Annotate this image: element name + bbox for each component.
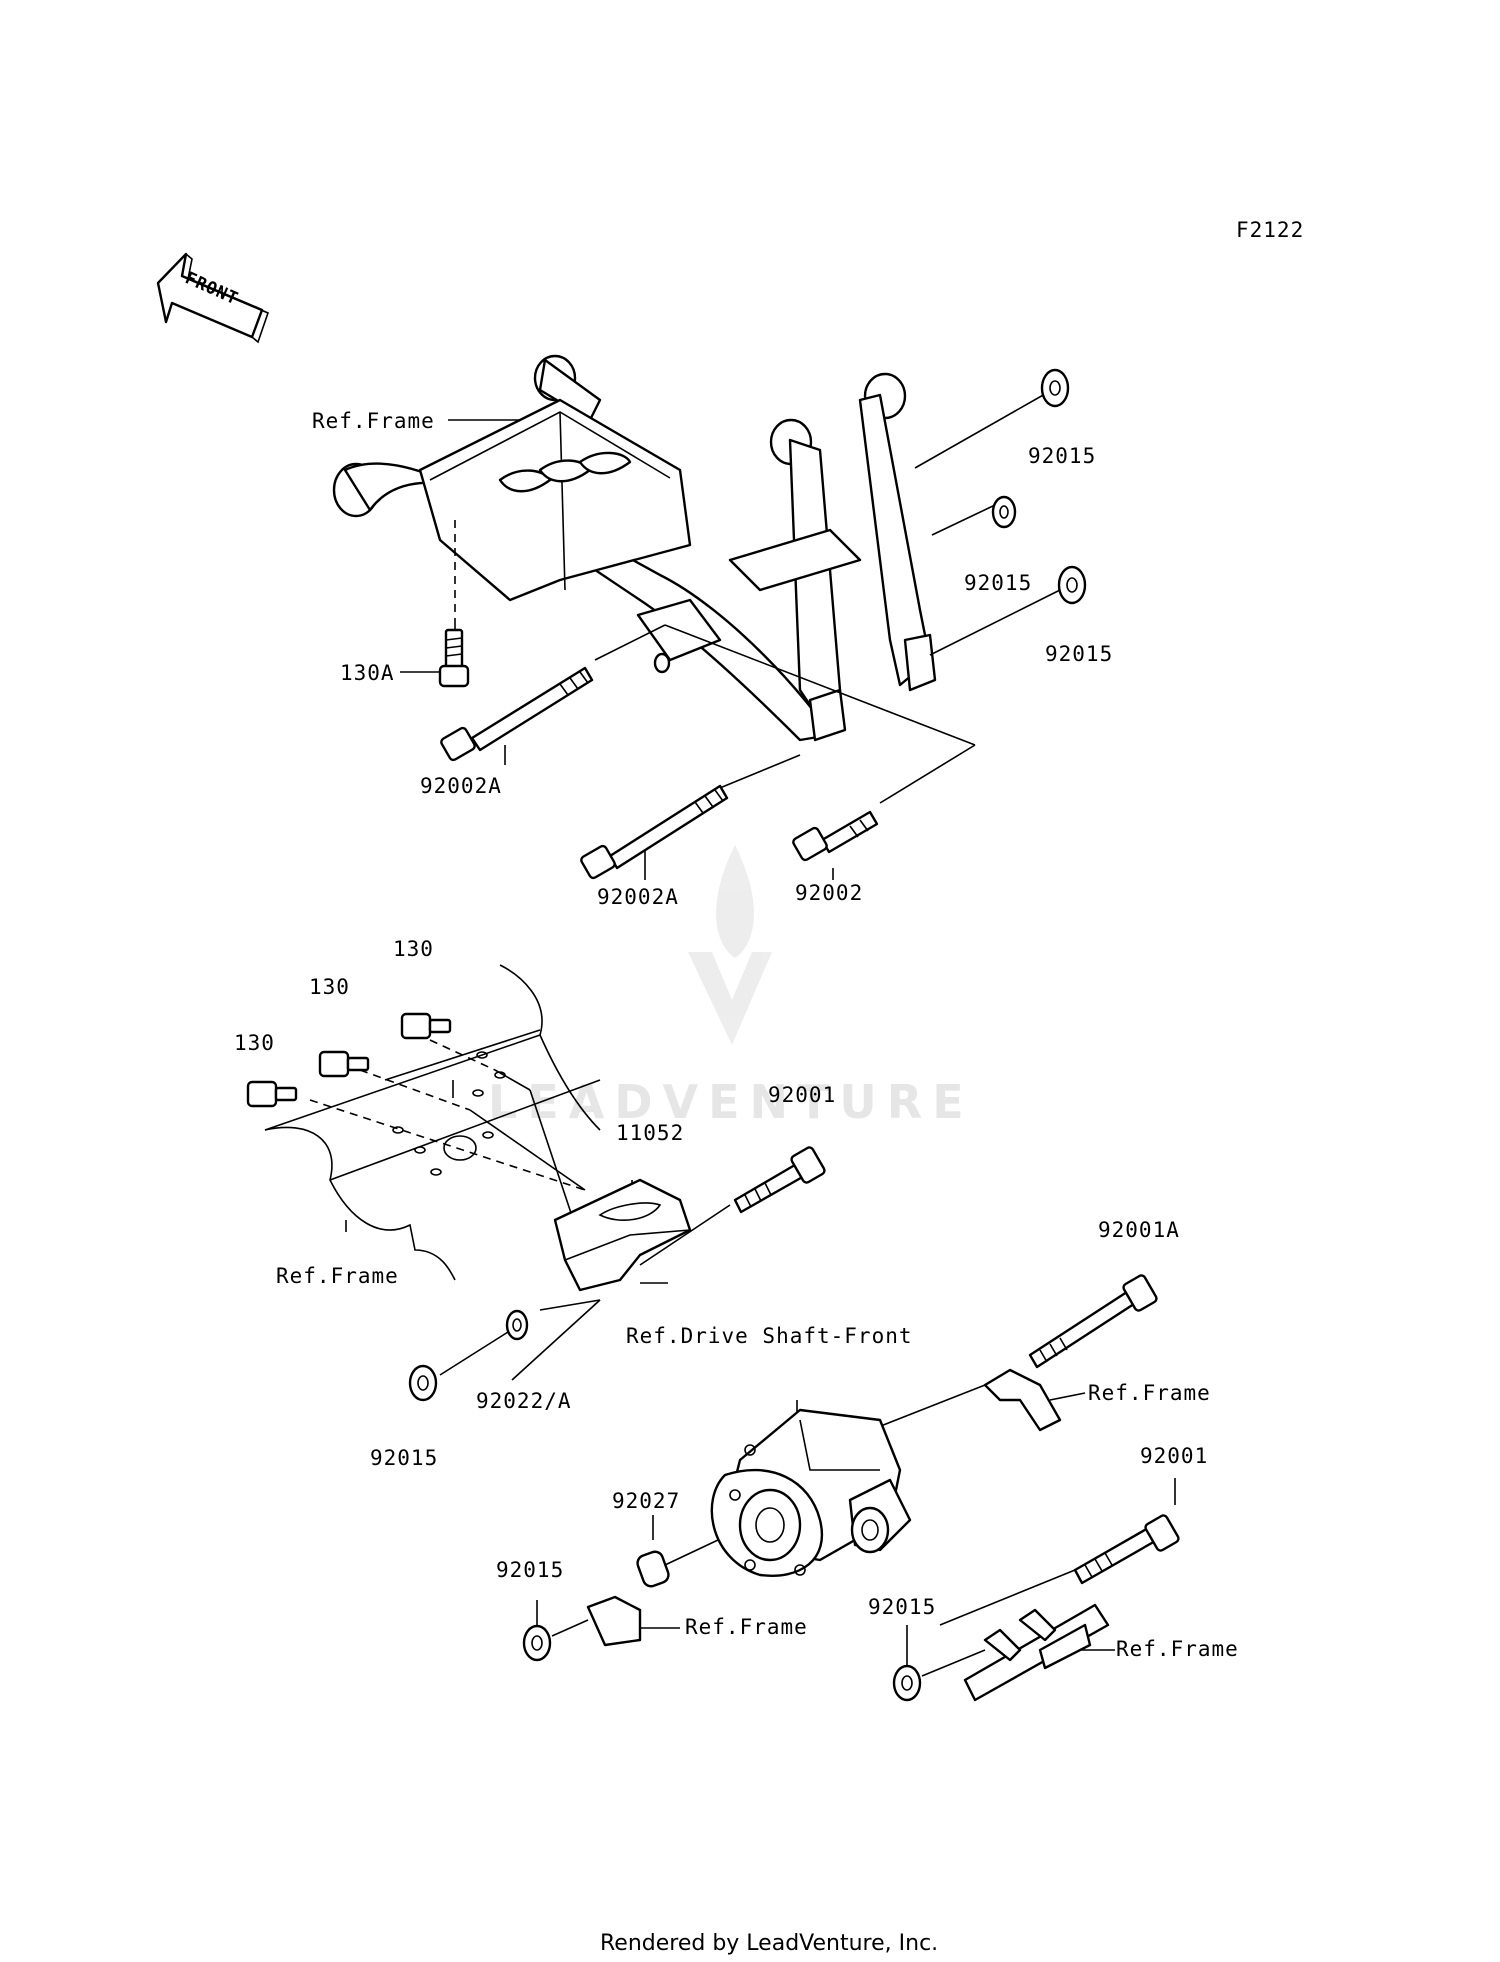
callout-92015-4: 92015: [370, 1446, 438, 1470]
bolt-92002A-lower-icon: [580, 784, 729, 880]
callout-92027: 92027: [612, 1489, 680, 1513]
washer-92022A-icon: [505, 1309, 529, 1341]
bolt-130-left-icon: [246, 1080, 298, 1108]
leader-ref-frame-3: [1049, 1392, 1086, 1401]
callout-130-1: 130: [393, 937, 434, 961]
nut-92015-top-1-icon: [1040, 368, 1070, 408]
frame-crossmember-drawing: [332, 354, 937, 742]
leader-lower-right-nut: [921, 1649, 986, 1677]
callout-130-2: 130: [309, 975, 350, 999]
front-direction-arrow-icon: FRONT: [156, 252, 269, 344]
callout-ref-frame-5: Ref.Frame: [1116, 1637, 1239, 1661]
callout-92002A-2: 92002A: [597, 885, 679, 909]
leader-lower-right-bolt: [939, 1569, 1076, 1626]
callout-92022A: 92022/A: [476, 1389, 572, 1413]
callout-ref-frame-2: Ref.Frame: [276, 1264, 399, 1288]
bolt-92001A-icon: [1028, 1274, 1158, 1369]
callout-ref-frame-4: Ref.Frame: [685, 1615, 808, 1639]
callout-92001-1: 92001: [768, 1083, 836, 1107]
frame-tube-lower-right-drawing: [963, 1603, 1110, 1702]
callout-92015-5: 92015: [496, 1558, 564, 1582]
callout-130A: 130A: [340, 661, 395, 685]
watermark-text: LEADVENTURE: [488, 1075, 974, 1129]
collar-92027-icon: [636, 1550, 670, 1588]
leader-lower-left-nut: [551, 1619, 589, 1637]
callout-92002: 92002: [795, 881, 863, 905]
bolt-92002-icon: [792, 810, 879, 862]
nut-92015-middle-icon: [408, 1364, 438, 1402]
callout-92015-2: 92015: [964, 571, 1032, 595]
front-differential-drawing: [710, 1408, 912, 1577]
bracket-11052-drawing: [553, 1178, 692, 1292]
nut-92015-lower-left-icon: [522, 1624, 552, 1662]
callout-92015-6: 92015: [868, 1595, 936, 1619]
callout-92002A-1: 92002A: [420, 774, 502, 798]
callout-92001A: 92001A: [1098, 1218, 1180, 1242]
leader-92015-washer: [439, 1331, 509, 1376]
nut-92015-lower-right-icon: [892, 1664, 922, 1702]
bolt-130-mid-icon: [318, 1050, 370, 1078]
footer-credit: Rendered by LeadVenture, Inc.: [600, 1931, 938, 1956]
callout-ref-drive-shaft: Ref.Drive Shaft-Front: [626, 1324, 913, 1348]
bolt-92002A-upper-icon: [440, 666, 594, 762]
callout-130-3: 130: [234, 1031, 275, 1055]
leader-lines-top: [400, 393, 1061, 880]
bolt-130-right-icon: [400, 1012, 452, 1040]
callout-11052: 11052: [616, 1121, 684, 1145]
bracket-ref-frame-right-drawing: [983, 1368, 1062, 1432]
washer-92015-top-2-icon: [991, 495, 1017, 529]
bolt-130A-icon: [438, 628, 470, 688]
leader-92027-housing: [664, 1539, 719, 1566]
callout-92001-2: 92001: [1140, 1444, 1208, 1468]
bracket-ref-frame-lower-left-drawing: [586, 1595, 642, 1647]
bolt-92001-lower-icon: [1073, 1514, 1180, 1585]
watermark-logo-icon: [688, 845, 772, 1045]
nut-92015-top-3-icon: [1057, 565, 1087, 605]
callout-ref-frame-3: Ref.Frame: [1088, 1381, 1211, 1405]
callout-92015-3: 92015: [1045, 642, 1113, 666]
figure-code: F2122: [1236, 218, 1304, 242]
callout-92015-1: 92015: [1028, 444, 1096, 468]
bolt-92001-upper-icon: [733, 1146, 826, 1214]
callout-ref-frame-1: Ref.Frame: [312, 409, 435, 433]
